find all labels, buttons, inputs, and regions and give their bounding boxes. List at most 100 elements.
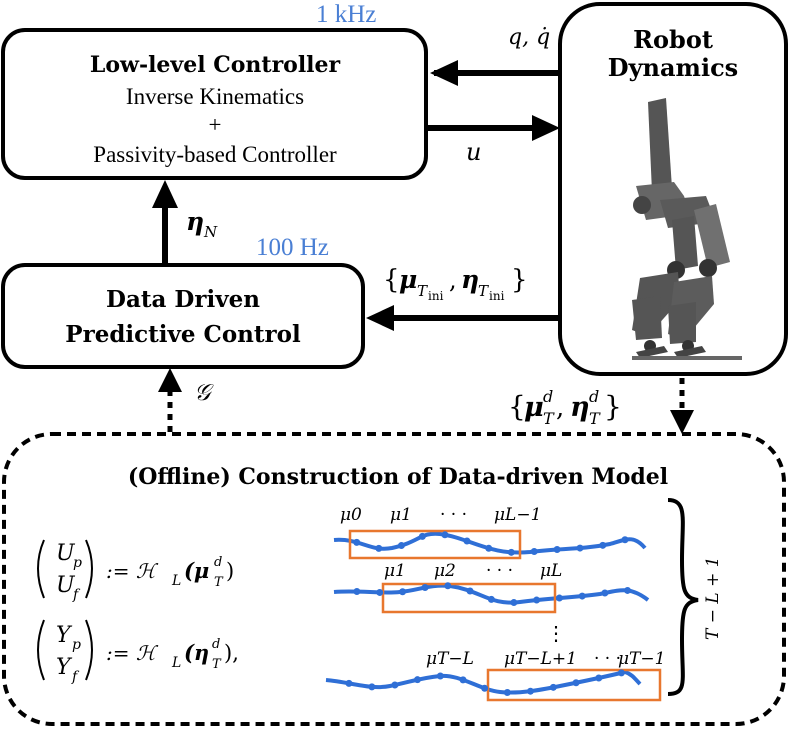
feedback-q-arrowhead <box>430 60 458 86</box>
svg-text:d: d <box>589 387 599 406</box>
ini-trajectory-label: { μ T ini , η T ini } <box>383 265 528 303</box>
rate-100hz-label: 100 Hz <box>256 234 329 261</box>
trajectory-sample-dot <box>391 681 399 689</box>
svg-text:μT−L: μT−L <box>426 649 474 669</box>
svg-text:η: η <box>186 207 204 236</box>
hankel-illustration: μ0 μ1 · · · μL−1 μ1 μ2 · · · μL ⋮ μT−L μ… <box>325 505 665 702</box>
svg-text:N: N <box>203 223 218 241</box>
trajectory-sample-dot <box>487 595 495 603</box>
trajectory-sample-dot <box>441 531 449 539</box>
svg-text:T: T <box>212 657 222 672</box>
trajectory-sample-dot <box>533 596 541 604</box>
svg-text:T: T <box>417 282 428 300</box>
trajectory-sample-dot <box>595 674 603 682</box>
trajectory-sample-dot <box>555 594 563 602</box>
svg-text:p: p <box>73 555 82 571</box>
svg-text:μL: μL <box>540 561 562 581</box>
window-row-2 <box>381 582 557 614</box>
svg-text:μT−L+1: μT−L+1 <box>504 649 577 669</box>
trajectory-sample-dot <box>444 582 452 590</box>
svg-text:η: η <box>570 392 590 423</box>
trajectory-sample-dot <box>376 588 384 596</box>
svg-text:p: p <box>72 637 81 653</box>
low-level-controller-title: Low-level Controller <box>90 52 341 78</box>
window-row-3 <box>486 668 662 702</box>
svg-text:ini: ini <box>489 289 505 303</box>
g-label: 𝒢 <box>194 380 214 406</box>
rate-1khz-label: 1 kHz <box>316 1 376 28</box>
svg-text::= ℋ: := ℋ <box>106 641 159 665</box>
trajectory-sample-dot <box>421 583 429 591</box>
svg-text:μT−1: μT−1 <box>618 649 665 669</box>
robot-illustration <box>632 98 742 360</box>
trajectory-sample-dot <box>572 679 580 687</box>
offline-construction-title: (Offline) Construction of Data-driven Mo… <box>128 464 668 490</box>
trajectory-sample-dot <box>617 669 625 677</box>
trajectory-sample-dot <box>481 684 489 692</box>
trajectory-sample-dot <box>353 588 361 596</box>
trajectory-sample-dot <box>553 546 561 554</box>
svg-text:Y: Y <box>56 655 73 680</box>
trajectory-sample-dot <box>375 544 383 552</box>
low-level-controller-block: Low-level Controller Inverse Kinematics … <box>1 28 428 180</box>
eta-n-arrowhead <box>152 180 178 208</box>
svg-text::= ℋ: := ℋ <box>106 559 159 583</box>
trajectory-row-2 <box>333 583 650 605</box>
ini-trajectory-arrowhead <box>366 305 394 331</box>
svg-text:,: , <box>449 266 457 294</box>
passivity-controller-label: Passivity-based Controller <box>93 142 337 167</box>
svg-text:· · ·: · · · <box>594 649 621 669</box>
ddpc-block: Data Driven Predictive Control <box>1 263 365 369</box>
svg-text:U: U <box>56 541 76 566</box>
svg-text:μ1: μ1 <box>384 561 406 581</box>
trajectory-sample-dot <box>601 589 609 597</box>
svg-text:· · ·: · · · <box>440 505 467 525</box>
trajectory-row-3 <box>325 669 642 695</box>
control-u-arrowhead <box>532 115 560 141</box>
svg-text:L: L <box>171 655 181 671</box>
svg-text:(η: (η <box>184 640 209 665</box>
trajectory-sample-dot <box>459 676 467 684</box>
trajectory-sample-dot <box>507 548 515 556</box>
trajectory-sample-dot <box>526 687 534 695</box>
trajectory-sample-dot <box>599 541 607 549</box>
svg-text:): ) <box>226 559 234 583</box>
big-brace <box>667 498 699 696</box>
trajectory-sample-dot <box>466 587 474 595</box>
trajectory-sample-dot <box>576 544 584 552</box>
trajectory-sample-dot <box>624 586 632 594</box>
svg-text:T: T <box>589 409 601 428</box>
svg-text:T: T <box>214 575 224 590</box>
svg-text:(μ: (μ <box>184 558 209 583</box>
hankel-equation-y: Y p Y f := ℋ L (η d T ), <box>37 619 239 685</box>
svg-text:f: f <box>72 587 81 603</box>
trajectory-sample-dot <box>399 588 407 596</box>
svg-text:f: f <box>71 669 80 685</box>
svg-text:μ1: μ1 <box>390 505 412 525</box>
svg-text:η: η <box>461 265 479 294</box>
brace-label: T − L + 1 <box>703 556 723 640</box>
svg-text:μ: μ <box>524 392 544 423</box>
trajectory-sample-dot <box>621 536 629 544</box>
svg-text:d: d <box>212 637 220 652</box>
svg-text:μ2: μ2 <box>434 561 456 581</box>
eta-n-label: η N <box>186 207 218 241</box>
svg-text:U: U <box>56 573 76 598</box>
window-row-1 <box>348 529 522 560</box>
trajectory-sample-dot <box>436 672 444 680</box>
plus-label: + <box>209 112 222 137</box>
inverse-kinematics-label: Inverse Kinematics <box>126 84 304 109</box>
trajectory-sample-dot <box>578 592 586 600</box>
trajectory-sample-dot <box>368 683 376 691</box>
trajectory-sample-dot <box>510 599 518 607</box>
svg-text:),: ), <box>224 641 239 665</box>
svg-text:⋮: ⋮ <box>546 621 566 645</box>
trajectory-sample-dot <box>530 547 538 555</box>
trajectory-sample-dot <box>503 688 511 696</box>
ddpc-title-line2: Predictive Control <box>65 321 301 348</box>
svg-text:μ: μ <box>399 265 417 294</box>
svg-text:Y: Y <box>56 623 73 648</box>
hankel-equation-u: U p U f := ℋ L (μ d T ) <box>37 539 234 603</box>
trajectory-sample-dot <box>413 676 421 684</box>
trajectory-sample-dot <box>485 544 493 552</box>
